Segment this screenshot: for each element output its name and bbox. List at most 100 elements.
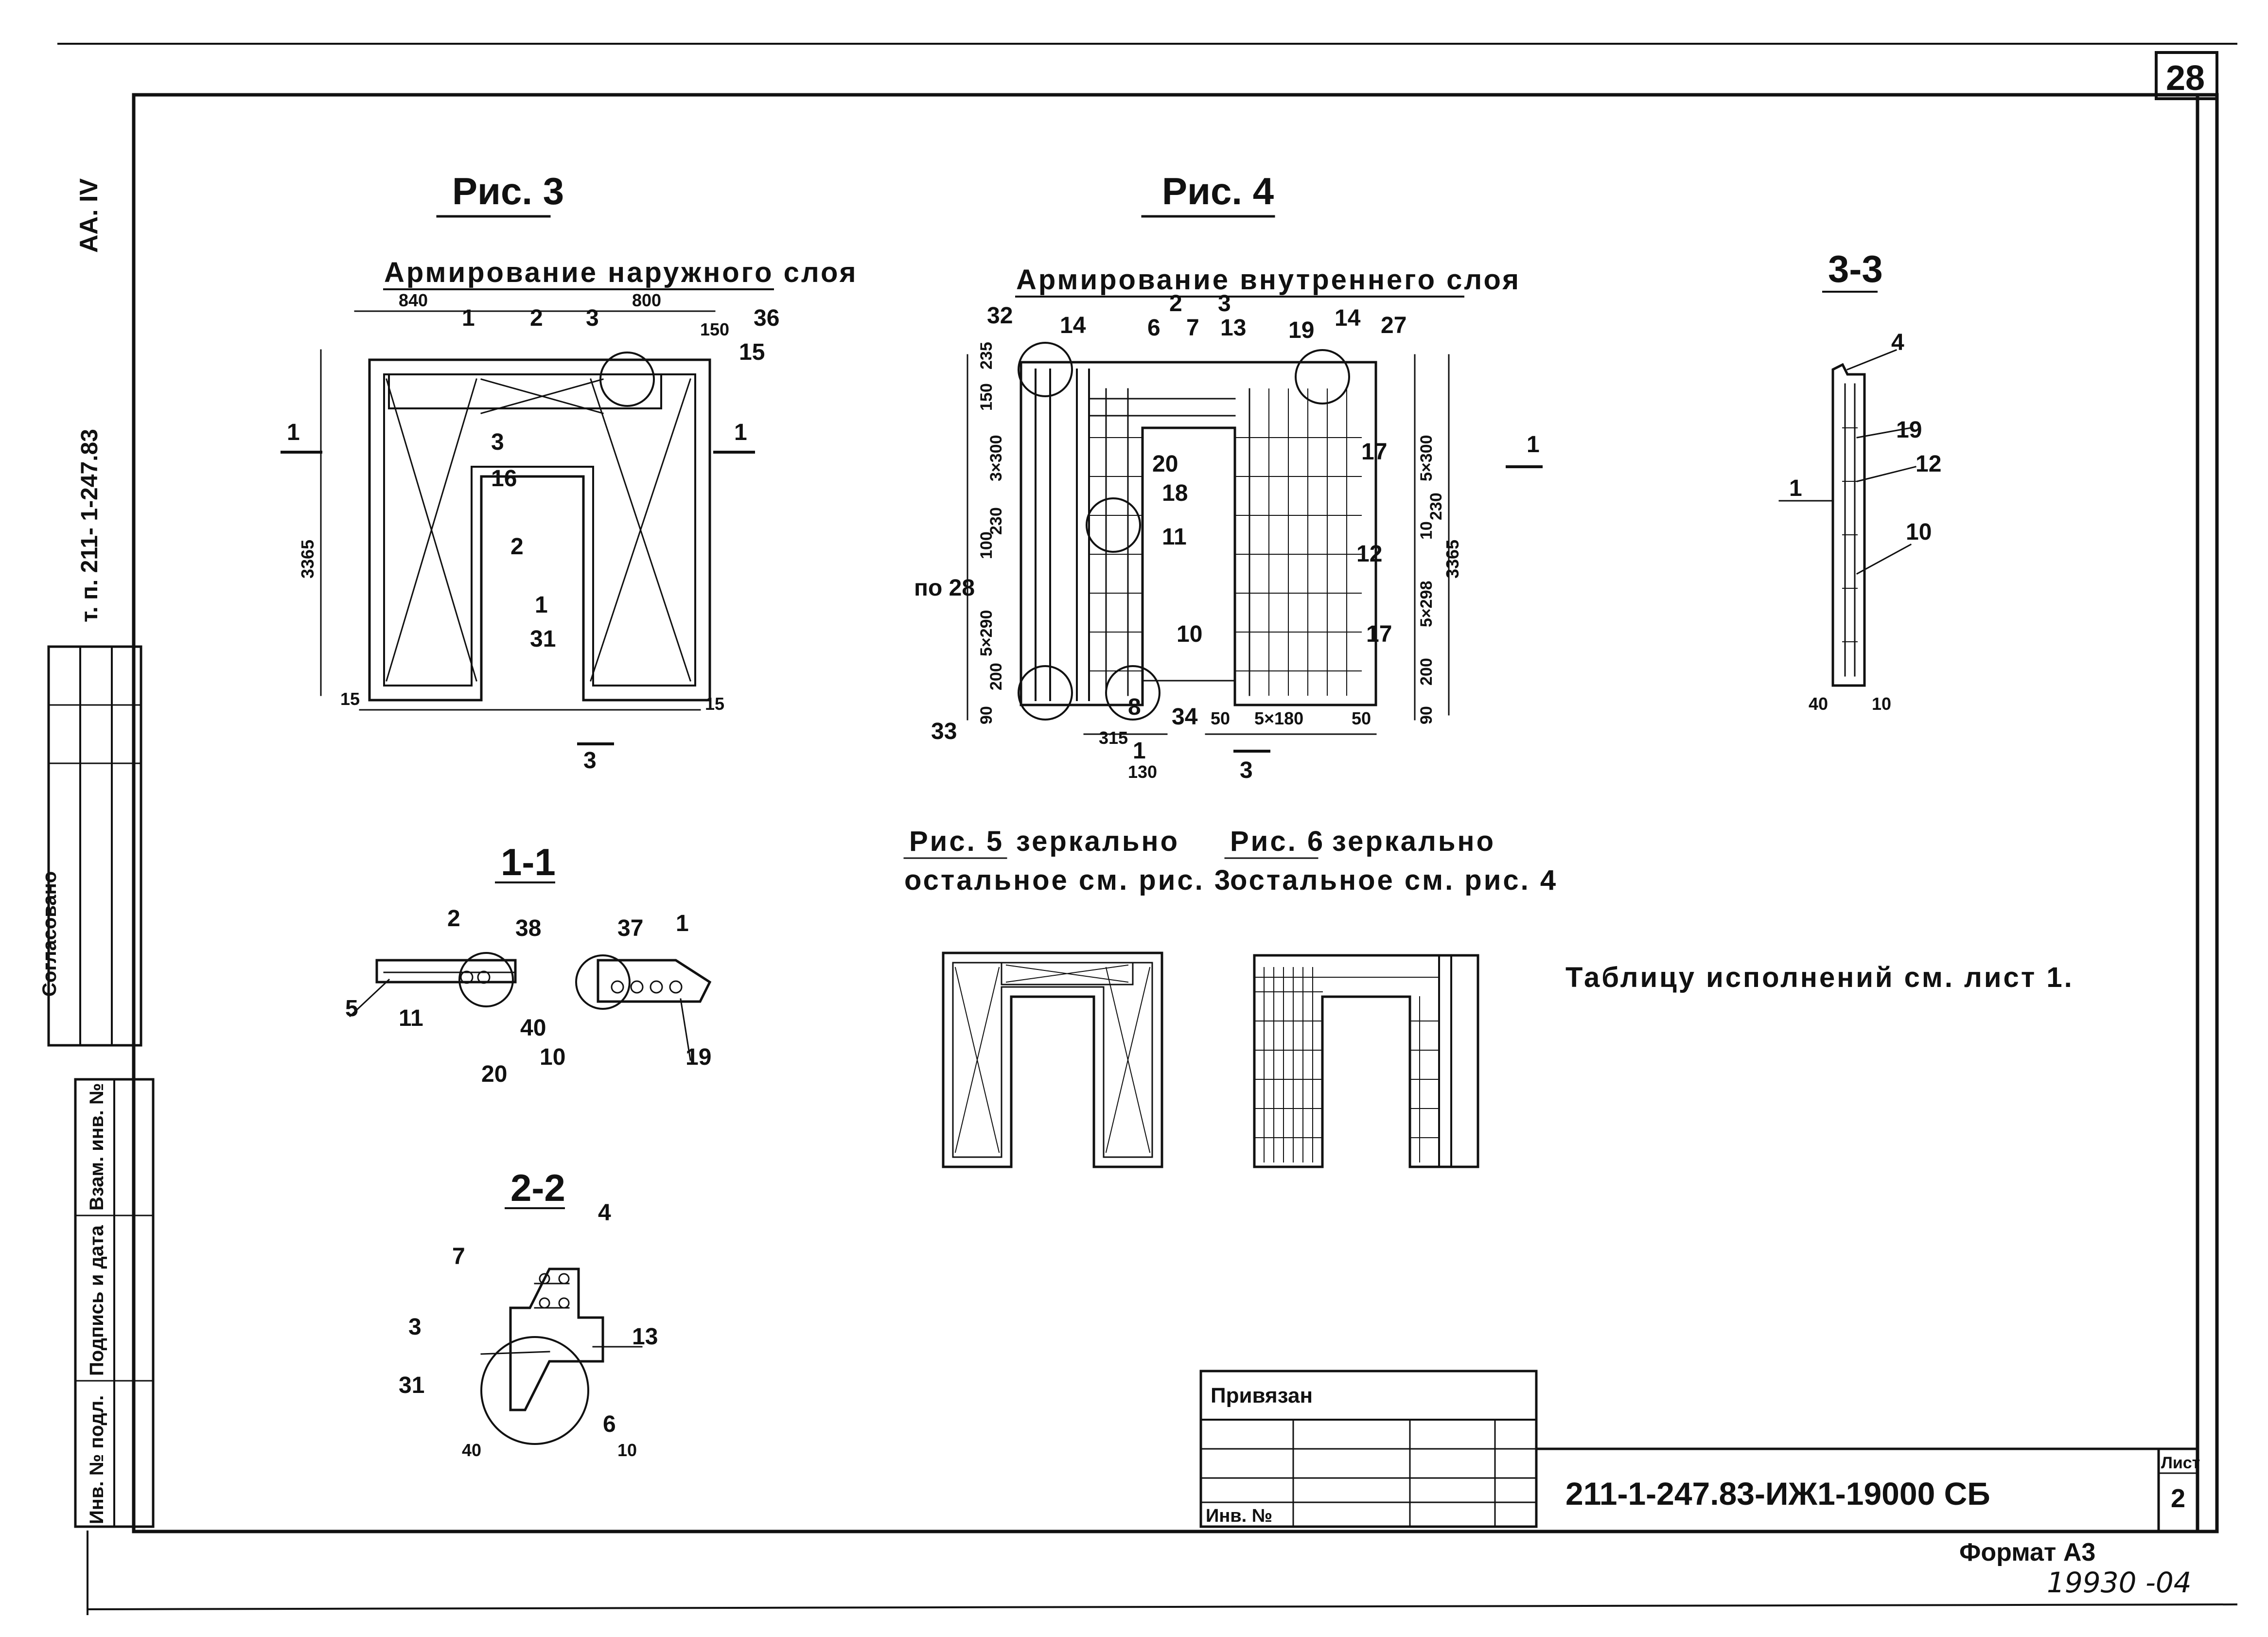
sec11-drawing [349, 952, 712, 1061]
fig6-line1: зеркально [1332, 826, 1495, 857]
sec22-dim-10: 10 [617, 1440, 637, 1460]
fig6-title: Рис. 6 [1230, 826, 1325, 857]
sec33-drawing [1778, 349, 1916, 687]
fig4-pos-14-right: 14 [1335, 305, 1361, 331]
fig4-sec-1-right: 1 [1527, 432, 1540, 458]
sheet-frame [57, 43, 2238, 1615]
sec33-pos-1: 1 [1789, 475, 1802, 501]
sheet-number: 2 [2171, 1484, 2185, 1513]
fig3-dim-150: 150 [700, 319, 729, 339]
fig4-title: Рис. 4 [1162, 170, 1274, 212]
doc-code: 211-1-247.83-ИЖ1-19000 СБ [1565, 1476, 1990, 1512]
title-block [1199, 1370, 2199, 1533]
sec11-pos-10: 10 [540, 1044, 565, 1070]
sec33-pos-4: 4 [1891, 330, 1904, 355]
fig4-dim-50-left: 50 [1211, 708, 1230, 728]
sec11-title: 1-1 [501, 841, 556, 883]
sheet-label: Лист [2161, 1454, 2200, 1472]
fig4-pos-13: 13 [1220, 315, 1246, 341]
sec11-pos-5: 5 [345, 996, 358, 1021]
fig3-pos-2-top: 2 [530, 305, 543, 331]
sec11-pos-1: 1 [676, 911, 689, 936]
fig4-pos-27: 27 [1381, 313, 1407, 338]
fig3-dim-15-left: 15 [340, 689, 360, 709]
fig4-pos-7: 7 [1186, 315, 1199, 341]
sec33-pos-12: 12 [1916, 451, 1941, 477]
fig3-dim-840: 840 [399, 290, 428, 310]
fig3-subtitle: Армирование наружного слоя [384, 257, 858, 288]
fig4-dim-130: 130 [1128, 762, 1157, 782]
fig4-pos-6: 6 [1147, 315, 1160, 341]
fig4-dim-200-left: 200 [987, 663, 1005, 690]
fig3-pos-36: 36 [754, 305, 779, 331]
fig3-pos-3-mid: 3 [491, 429, 504, 455]
fig3-pos-31: 31 [530, 626, 556, 652]
fig4-pos-33: 33 [931, 719, 957, 744]
fig4-dim-230-right: 230 [1427, 493, 1445, 520]
fig4-dim-5x290: 5×290 [977, 610, 996, 657]
fig4-dim-235-left: 235 [977, 342, 996, 370]
fig4-pos-17-top: 17 [1361, 439, 1387, 465]
fig3-pos-16: 16 [491, 466, 517, 492]
fig3-dim-15-right: 15 [705, 694, 724, 714]
fig3-drawing [281, 310, 755, 745]
sec11-pos-11: 11 [399, 1005, 423, 1031]
stamp-inv: Инв. № подл. [86, 1395, 107, 1524]
fig4-dim-3x300: 3×300 [987, 435, 1005, 482]
fig4-dim-150-left: 150 [977, 383, 996, 411]
fig4-dim-90-left: 90 [977, 706, 996, 724]
fig4-pos-12: 12 [1356, 541, 1382, 567]
table-note: Таблицу исполнений см. лист 1. [1565, 962, 2074, 993]
fig4-subtitle: Армирование внутреннего слоя [1016, 264, 1521, 296]
fig3-pos-3-top: 3 [586, 305, 599, 331]
fig4-dim-5x180: 5×180 [1254, 708, 1303, 728]
fig4-pos-14-left: 14 [1060, 313, 1086, 338]
fig4-dim-230-left: 230 [987, 507, 1005, 535]
fig4-pos-po28: по 28 [914, 575, 975, 601]
fig6-drawing [1253, 954, 1479, 1168]
fig4-pos-18: 18 [1162, 480, 1188, 506]
sec22-drawing [480, 1267, 643, 1445]
fig5-line1: зеркально [1016, 826, 1179, 857]
fig4-pos-19: 19 [1288, 317, 1314, 343]
fig4-dim-5x300: 5×300 [1417, 435, 1436, 482]
fig4-pos-17-bottom: 17 [1366, 621, 1392, 647]
sec22-pos-4: 4 [598, 1200, 611, 1226]
fig3-pos-2-mid: 2 [510, 534, 524, 560]
fig5-drawing [942, 951, 1163, 1168]
fig4-pos-3: 3 [1218, 291, 1231, 317]
sec11-pos-38: 38 [515, 915, 541, 941]
fig5-line2: остальное см. рис. 3 [904, 864, 1232, 896]
stamp-replace: Взам. инв. № [86, 1083, 107, 1211]
title-block-inv: Инв. № [1206, 1506, 1272, 1526]
page-number-box: 28 [2155, 51, 2218, 100]
fig4-sec-1-left: 1 [1133, 738, 1146, 764]
fig3-sec-3: 3 [583, 748, 597, 774]
fig5-title: Рис. 5 [909, 826, 1004, 857]
fig4-dim-50-right: 50 [1352, 708, 1371, 728]
fig3-sec-1-right: 1 [734, 420, 747, 445]
handwritten-number: 19930 -04 [2047, 1566, 2192, 1599]
fig4-dim-315: 315 [1099, 728, 1128, 748]
sec33-dim-40: 40 [1809, 694, 1828, 714]
fig4-pos-10: 10 [1177, 621, 1202, 647]
fig3-dim-800: 800 [632, 290, 661, 310]
fig4-dim-200-right: 200 [1417, 658, 1436, 686]
fig6-line2: остальное см. рис. 4 [1230, 864, 1558, 896]
fig4-dim-3365: 3365 [1442, 540, 1462, 579]
fig3-title: Рис. 3 [452, 170, 564, 212]
sec22-pos-31: 31 [399, 1373, 424, 1398]
title-block-bound: Привязан [1211, 1384, 1313, 1408]
side-stamp-table [47, 645, 155, 1528]
sec33-pos-19: 19 [1896, 417, 1922, 443]
margin-code: АА. IV [75, 178, 103, 253]
sec22-pos-7: 7 [452, 1244, 465, 1269]
fig3-sec-1-left: 1 [287, 420, 300, 445]
sec33-title: 3-3 [1828, 247, 1883, 290]
fig3-pos-1-top: 1 [462, 305, 475, 331]
sec33-pos-10: 10 [1906, 519, 1932, 545]
fig4-pos-2: 2 [1169, 291, 1182, 317]
fig4-sec-3: 3 [1240, 757, 1253, 783]
fig4-pos-32: 32 [987, 303, 1013, 329]
margin-series: т. п. 211- 1-247.83 [77, 429, 103, 622]
